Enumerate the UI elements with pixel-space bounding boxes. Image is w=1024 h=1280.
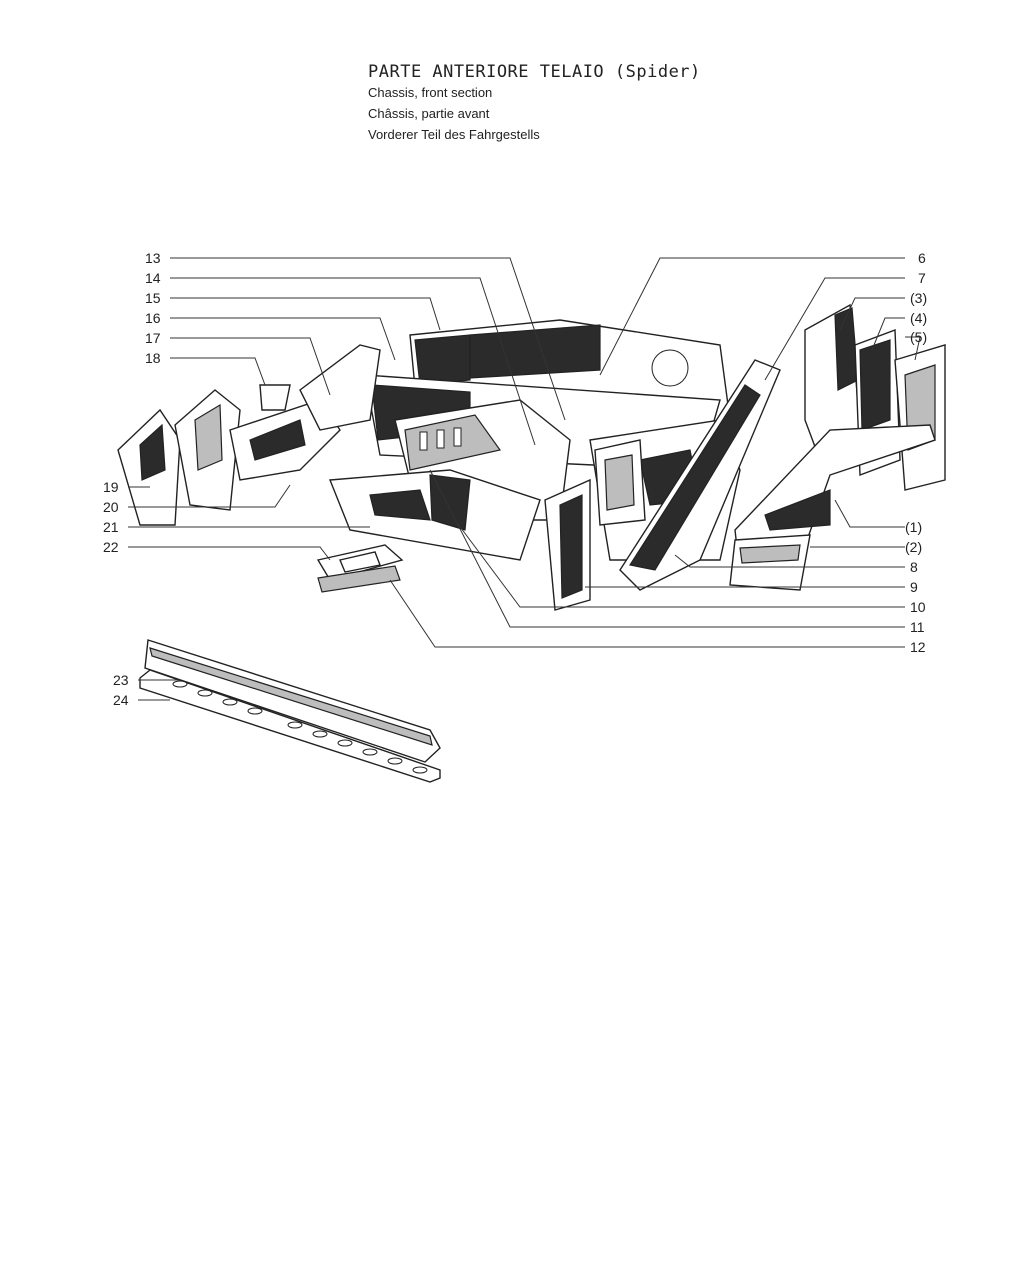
callout-22: 22 (103, 539, 119, 555)
callout-21: 21 (103, 519, 119, 535)
callout-3: (3) (910, 290, 927, 306)
callout-13: 13 (145, 250, 161, 266)
callout-1: (1) (905, 519, 922, 535)
callout-9: 9 (910, 579, 918, 595)
callout-24: 24 (113, 692, 129, 708)
title-main: PARTE ANTERIORE TELAIO (Spider) (368, 62, 701, 82)
callout-15: 15 (145, 290, 161, 306)
callout-16: 16 (145, 310, 161, 326)
callout-20: 20 (103, 499, 119, 515)
callouts-left: 13 14 15 16 17 18 19 20 21 22 23 24 (103, 250, 161, 708)
callout-6: 6 (918, 250, 926, 266)
right-rail-parts (544, 359, 781, 611)
callout-10: 10 (910, 599, 926, 615)
left-bracket-parts (117, 344, 381, 526)
title-german: Vorderer Teil des Fahrgestells (368, 127, 540, 142)
callout-7: 7 (918, 270, 926, 286)
callout-8: 8 (910, 559, 918, 575)
callouts-right: 6 7 (3) (4) (5) (1) (2) 8 9 10 11 12 (905, 250, 927, 655)
callout-14: 14 (145, 270, 161, 286)
callout-5: (5) (910, 329, 927, 345)
right-wheelhouse-parts (729, 303, 946, 591)
callout-19: 19 (103, 479, 119, 495)
callout-11: 11 (910, 619, 925, 635)
callout-2: (2) (905, 539, 922, 555)
leader-lines (128, 257, 921, 701)
title-english: Chassis, front section (368, 85, 493, 100)
callout-12: 12 (910, 639, 926, 655)
title-french: Châssis, partie avant (368, 106, 490, 121)
cross-member-23-24 (139, 639, 441, 783)
callout-4: (4) (910, 310, 927, 326)
part-22-channel (316, 544, 404, 593)
callout-18: 18 (145, 350, 161, 366)
title-block: PARTE ANTERIORE TELAIO (Spider) Chassis,… (368, 62, 701, 145)
callout-23: 23 (113, 672, 129, 688)
callout-17: 17 (145, 330, 161, 346)
